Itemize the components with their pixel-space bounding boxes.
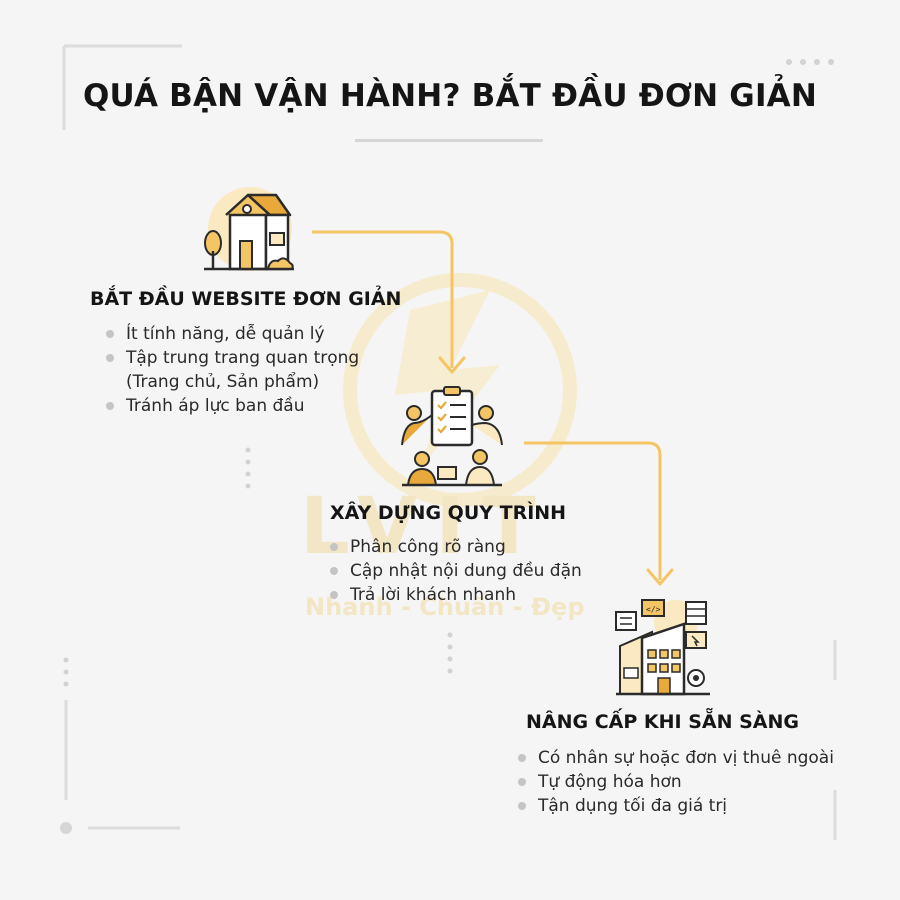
step-2-heading: XÂY DỰNG QUY TRÌNH xyxy=(330,502,567,524)
step-1-heading: BẮT ĐẦU WEBSITE ĐƠN GIẢN xyxy=(90,288,402,310)
step-3-list: Có nhân sự hoặc đơn vị thuê ngoài Tự độn… xyxy=(516,746,834,818)
list-item: Tập trung trang quan trọng xyxy=(104,346,359,370)
step-2-list: Phân công rõ ràng Cập nhật nội dung đều … xyxy=(328,535,582,607)
list-item: Tránh áp lực ban đầu xyxy=(104,394,359,418)
list-item: Trả lời khách nhanh xyxy=(328,583,582,607)
list-item: Tận dụng tối đa giá trị xyxy=(516,794,834,818)
list-item: Có nhân sự hoặc đơn vị thuê ngoài xyxy=(516,746,834,770)
list-item: Phân công rõ ràng xyxy=(328,535,582,559)
step-3-heading: NÂNG CẤP KHI SẴN SÀNG xyxy=(526,711,800,733)
arrow-1 xyxy=(312,230,454,368)
page-title: QUÁ BẬN VẬN HÀNH? BẮT ĐẦU ĐƠN GIẢN xyxy=(82,78,818,114)
watermark-tagline: Nhanh - Chuẩn - Đẹp xyxy=(305,593,585,621)
list-item: Tự động hóa hơn xyxy=(516,770,834,794)
title-underline xyxy=(355,139,543,142)
house-icon xyxy=(204,187,294,271)
list-item: Cập nhật nội dung đều đặn xyxy=(328,559,582,583)
smart-building-icon: </> xyxy=(615,599,710,696)
watermark-brand: LVIT xyxy=(300,482,554,572)
svg-text:</>: </> xyxy=(646,605,661,614)
list-item: (Trang chủ, Sản phẩm) xyxy=(126,372,320,392)
list-item: Ít tính năng, dễ quản lý xyxy=(104,322,359,346)
step-1-list: Ít tính năng, dễ quản lý Tập trung trang… xyxy=(104,322,359,418)
arrow-2 xyxy=(524,441,662,580)
watermark-logo xyxy=(343,273,577,507)
team-checklist-icon xyxy=(401,386,503,487)
